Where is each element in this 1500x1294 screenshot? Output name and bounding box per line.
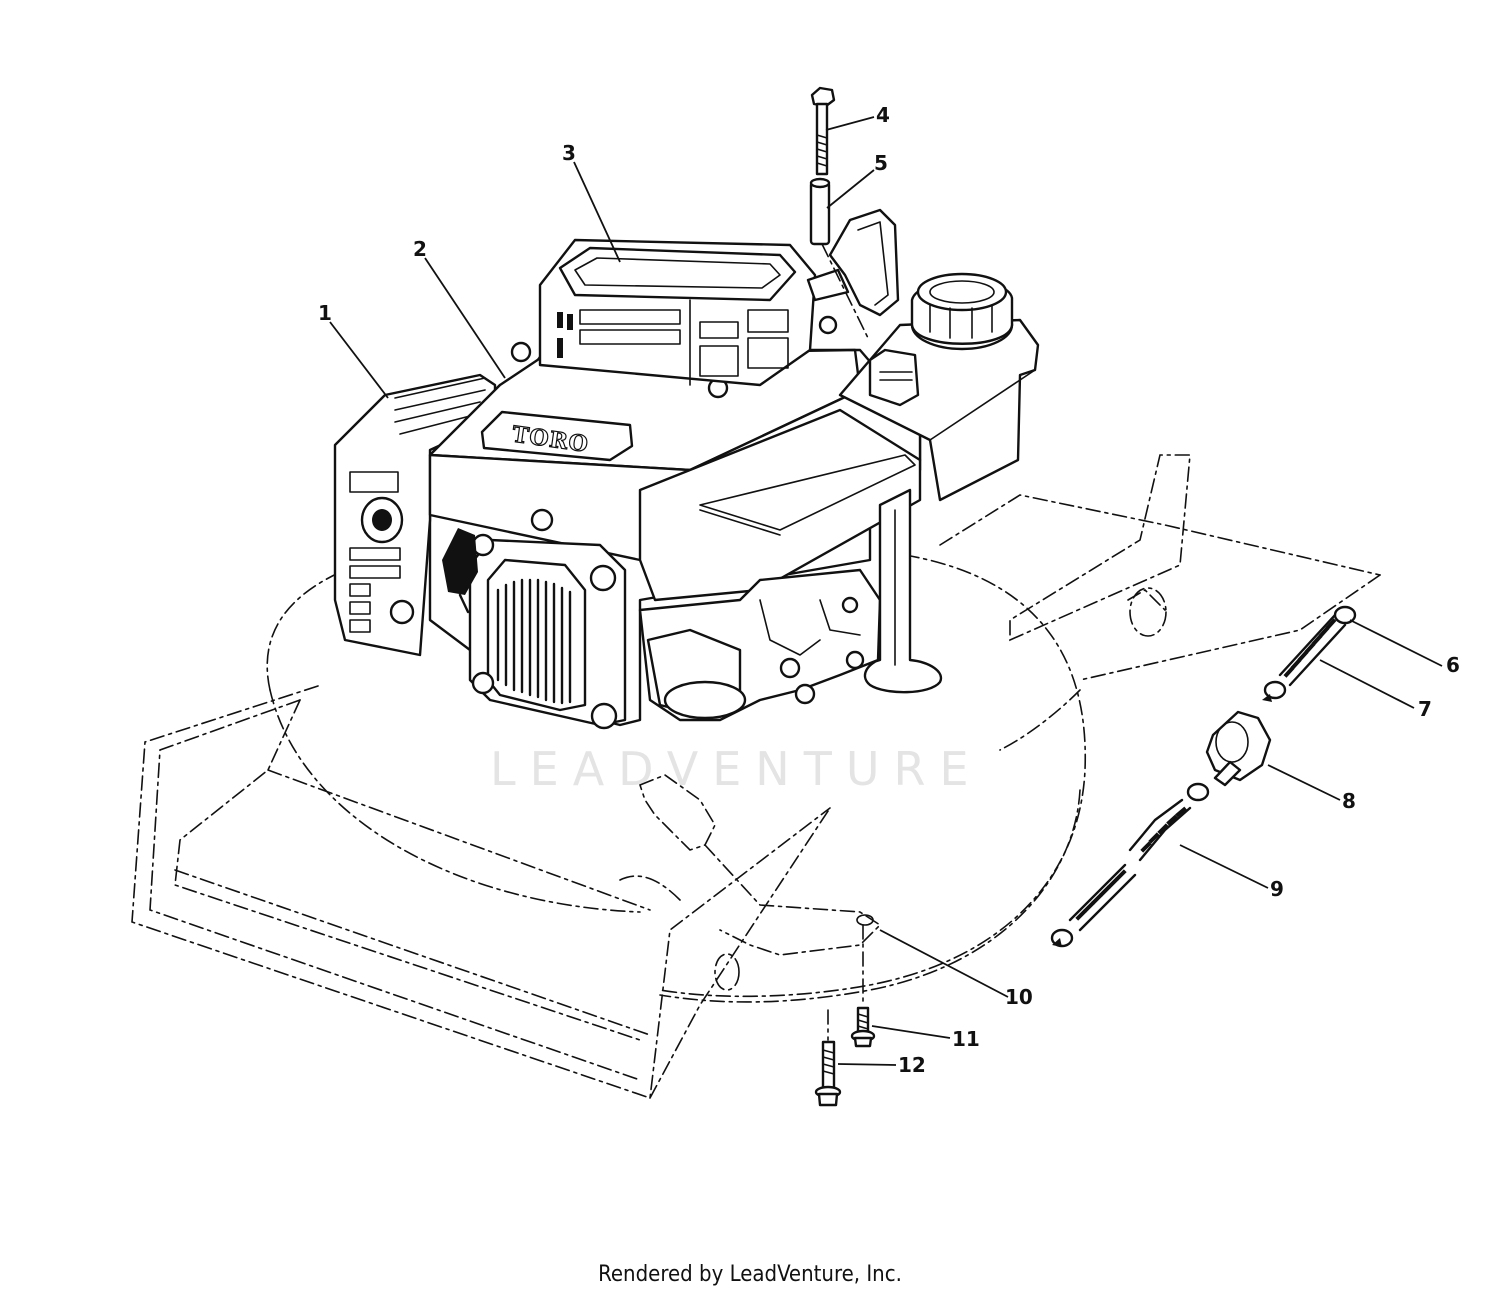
callout-3: 3 [562,141,576,165]
engine-mount-leg [863,488,943,694]
leader-lines [329,116,1443,1066]
callout-4: 4 [876,103,890,127]
callout-11: 11 [952,1027,980,1051]
callout-10: 10 [1005,985,1033,1009]
fuel-line-part-9 [1050,782,1210,948]
assembly-line [821,243,869,339]
bolt-part-12 [814,1040,842,1107]
air-filter-cover [538,238,817,387]
fuel-tank [838,272,1040,502]
fuel-filter-part-8 [1205,710,1272,787]
spacer-part-5 [809,177,831,246]
mower-deck: LEADVENTURE [131,454,1381,1100]
watermark: LEADVENTURE [490,742,983,796]
hose-clamp-part-6 [1262,605,1357,702]
callout-8: 8 [1342,789,1356,813]
muffler-cover [638,408,922,602]
blower-housing [333,373,497,657]
callout-7: 7 [1418,697,1432,721]
callout-5: 5 [874,151,888,175]
callout-labels: 1 2 3 4 5 6 7 8 9 10 11 12 [318,103,1460,1077]
bolt-part-4 [810,86,836,176]
engine: TORO [333,208,1040,730]
callout-12: 12 [898,1053,926,1077]
cooling-fins [496,578,572,705]
footer-credit: Rendered by LeadVenture, Inc. [598,1262,902,1287]
callout-6: 6 [1446,653,1460,677]
cylinder-head [442,528,627,730]
callout-9: 9 [1270,877,1284,901]
fuel-hose-part-7 [1278,613,1347,687]
callout-1: 1 [318,301,332,325]
callout-2: 2 [413,237,427,261]
bolt-part-11 [850,1006,876,1048]
carburetor [638,568,882,722]
